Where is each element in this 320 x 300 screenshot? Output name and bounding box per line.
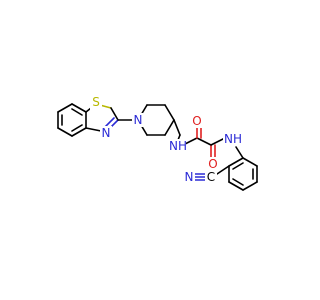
bond [71,127,87,137]
bond [216,165,230,175]
bond [57,103,73,113]
bond [164,119,175,136]
bond [196,137,212,146]
atom-bg [132,113,144,127]
bond [210,137,226,146]
cyanophenyl-ring [228,157,258,191]
atom-bg [183,170,195,184]
atom-bg [223,132,243,146]
bond-inner [232,178,244,186]
benzene-ring-benzothiazole [57,103,87,137]
bond [242,181,258,191]
bond-inner [232,162,244,170]
atom-c-nitrile: C [207,170,215,184]
atom-o2: O [208,157,217,171]
atom-bg [205,170,217,184]
atom-n-piperidine: N [134,113,143,127]
bond [228,181,244,191]
atom-bg [90,96,102,110]
atom-s1: S [92,95,100,109]
bond-inner [71,108,83,116]
piperidine-ring [137,104,175,136]
nitrile-group [194,165,230,181]
bond [71,103,87,113]
atom-n-nitrile: N [185,170,194,184]
atom-bg [207,157,219,171]
atom-bg [171,139,186,153]
bond [57,127,73,137]
bond [173,119,181,136]
atom-bg [191,114,203,128]
atom-nh-amide-1: NH [169,139,187,153]
bond [110,107,119,121]
bond-inner [71,124,83,132]
atom-labels: S N N NH O O NH C N [90,95,243,184]
atom-n-thiazole: N [102,126,111,140]
bond [228,157,244,167]
atom-nh-amide-2: NH [224,132,242,146]
bond [242,157,258,167]
molecule-structure: S N N NH O O NH C N [57,95,258,191]
bond [235,146,244,159]
atom-o1: O [192,114,201,128]
atom-bg [100,126,112,140]
bond [164,104,175,121]
